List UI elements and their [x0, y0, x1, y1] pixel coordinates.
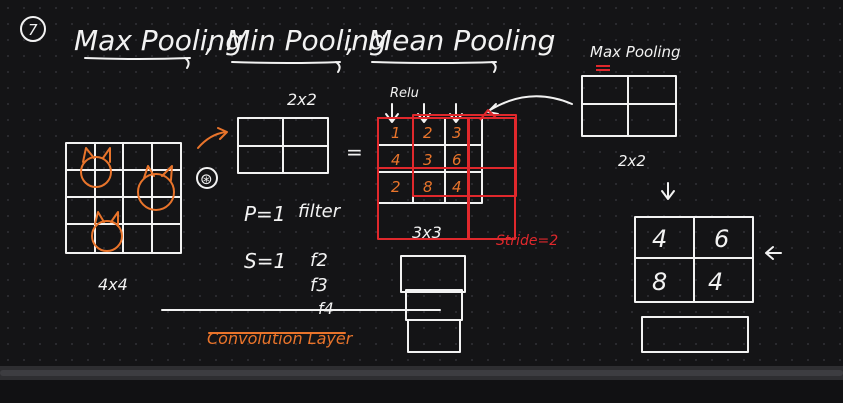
fm-cell: 4 — [452, 178, 462, 196]
filter-f4: f4 — [318, 299, 334, 318]
kernel-size-label: 2x2 — [287, 90, 317, 109]
pool-cell: 8 — [652, 268, 667, 296]
underline-hook-min — [335, 61, 341, 73]
title-min-pooling: Min Pooling — [226, 24, 387, 57]
output-pointer-head — [765, 246, 774, 260]
fm-cell: 3 — [452, 124, 462, 142]
section-number: 7 — [28, 21, 38, 39]
whiteboard-canvas — [0, 0, 843, 366]
fm-cell: 3 — [423, 151, 433, 169]
pool-cell: 4 — [708, 268, 723, 296]
relu-arrowhead-3 — [449, 113, 463, 123]
stride-arrowhead — [479, 109, 497, 121]
equals-sign: = — [346, 140, 363, 164]
stride-window-3 — [467, 117, 516, 240]
convolution-operator-circle — [196, 167, 218, 189]
empty-box-right — [641, 316, 749, 353]
pool-cell: 6 — [714, 225, 729, 253]
filter-f2: f2 — [310, 250, 328, 271]
horizontal-scrollbar[interactable] — [0, 366, 843, 380]
convolution-operator: ⊛ — [200, 170, 213, 188]
scrollbar-thumb[interactable] — [0, 370, 843, 376]
window-arrow — [489, 95, 573, 111]
max-pooling-title: Max Pooling — [590, 43, 681, 61]
pool-cell: 4 — [652, 225, 667, 253]
layer-stack — [400, 255, 466, 353]
feature-map-values: 1 2 3 4 3 6 2 8 4 — [391, 124, 462, 196]
input-to-kernel-arrowhead — [217, 127, 228, 140]
relu-label: Relu — [390, 86, 419, 101]
input-to-kernel-arrow — [197, 131, 227, 149]
section-number-circle — [20, 16, 46, 42]
cat-doodles — [80, 147, 175, 252]
fm-cell: 1 — [391, 124, 401, 142]
down-arrow-head — [661, 190, 675, 200]
fm-cell: 2 — [423, 124, 433, 142]
padding-param: P=1 — [244, 202, 286, 226]
underline-max-pooling — [84, 57, 191, 60]
stride-param: S=1 — [244, 249, 286, 273]
underline-hook-mean — [491, 61, 497, 73]
fm-cell: 8 — [423, 178, 433, 196]
canvas-bottom-strip — [0, 380, 843, 403]
fm-cell: 4 — [391, 151, 401, 169]
title-mean-pooling: Mean Pooling — [368, 24, 555, 57]
ink-layer: 7 Max Pooling , Min Pooling , Mean Pooli… — [20, 16, 782, 353]
pool-window-grid — [581, 75, 677, 137]
input-size-label: 4x4 — [98, 275, 128, 294]
input-image-grid — [65, 142, 182, 254]
fm-cell: 6 — [452, 151, 462, 169]
underline-min-pooling — [231, 61, 341, 64]
kernel-grid — [237, 117, 329, 174]
convolution-layer-label: Convolution Layer — [207, 329, 354, 348]
feature-map-size-label: 3x3 — [412, 223, 442, 242]
underline-hook-max — [184, 57, 190, 69]
relu-arrowhead-1 — [385, 113, 399, 123]
window-arrowhead — [487, 103, 499, 115]
fm-cell: 2 — [391, 178, 401, 196]
underline-mean-pooling — [371, 61, 497, 64]
pooled-output-grid — [634, 216, 754, 303]
title-separator-2: , — [346, 26, 355, 59]
title-max-pooling: Max Pooling — [74, 24, 243, 57]
pool-size-label: 2x2 — [618, 152, 646, 170]
stride-label: Stride=2 — [496, 233, 558, 249]
pooled-output-values: 4 6 8 4 — [652, 225, 729, 296]
filter-word: filter — [298, 201, 342, 222]
filter-f3: f3 — [310, 275, 328, 296]
title-separator-1: , — [205, 26, 214, 59]
relu-arrowhead-2 — [417, 113, 431, 123]
